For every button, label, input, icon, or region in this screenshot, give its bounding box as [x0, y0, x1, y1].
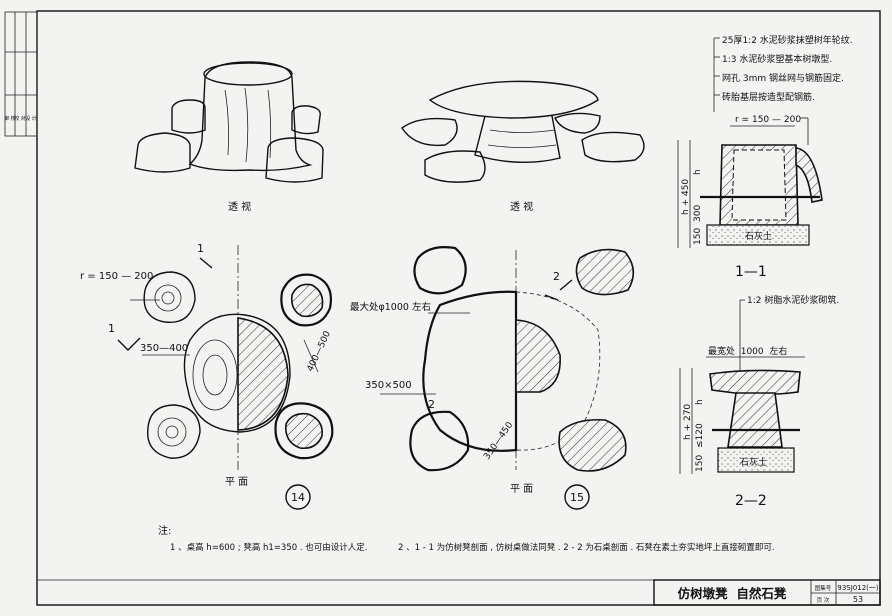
detail-number-15: 15: [570, 491, 584, 504]
section-2-2-title: 2—2: [735, 493, 767, 509]
perspective-label-15: 透 视: [510, 200, 533, 213]
sheet-title: 仿树墩凳 自然石凳: [678, 586, 787, 601]
note-1: 1 、桌高 h=600 ; 凳高 h1=350 . 也可由设计人定.: [170, 542, 367, 553]
title-block: [37, 579, 881, 606]
section-2-2-dim-total: h + 270: [683, 404, 693, 440]
sheet-border: [36, 10, 881, 606]
section-1-1-note-1: 25厚1:2 水泥砂浆抹塑树年轮纹.: [722, 34, 853, 46]
stone-perspective: [401, 80, 645, 183]
atlas-label: 图集号: [815, 584, 832, 592]
section-2-2-drawing: [679, 299, 805, 474]
side-strip-label-1: 审 核: [4, 115, 16, 122]
side-strip-label-2: 校 对: [14, 115, 26, 122]
section-2-2-dim-h: h: [695, 399, 705, 405]
section-2-2-dim-120: ≤120: [695, 423, 705, 448]
section-mark-2-left: 2: [428, 398, 435, 411]
section-1-1-title: 1—1: [735, 264, 767, 280]
notes-heading: 注:: [158, 524, 171, 537]
perspective-label-14: 透 视: [228, 200, 251, 213]
page-label: 页 次: [817, 596, 830, 604]
section-1-1-dim-300: 300: [693, 205, 703, 222]
atlas-number: 93SJ012(一): [837, 584, 879, 592]
section-1-1-note-2: 1:3 水泥砂浆塑基本树墩型.: [722, 53, 832, 65]
section-1-1-dim-total: h + 450: [681, 179, 691, 215]
section-1-1-radius: r = 150 — 200: [735, 115, 801, 125]
section-1-1-dim-h: h: [693, 169, 703, 175]
detail-number-circle-15: [564, 484, 590, 510]
detail-number-circle-14: [285, 484, 311, 510]
section-1-1-note-4: 砖胎基层按造型配钢筋.: [722, 91, 815, 103]
side-strip: [4, 11, 38, 137]
page-number: 53: [853, 595, 863, 604]
stump-stool-dim: 400—500: [306, 329, 334, 373]
section-2-2-base: 石灰土: [740, 456, 767, 468]
stone-plan: [380, 246, 635, 472]
stone-gap-dim: 350—450: [482, 420, 515, 461]
plan-label-14: 平 面: [225, 477, 248, 488]
section-1-1-drawing: [677, 37, 823, 248]
stump-perspective: [134, 61, 324, 183]
plan-label-15: 平 面: [510, 484, 533, 495]
stump-radius-dim: r = 150 — 200: [80, 271, 153, 282]
section-2-2-dim-150: 150: [695, 455, 705, 472]
stump-plan: [117, 245, 334, 470]
stone-stool-dim: 350×500: [365, 380, 412, 391]
section-2-2-note: 1:2 树脂水泥砂浆砌筑.: [747, 294, 839, 306]
section-2-2-width: 最宽处 1000 左右: [708, 345, 787, 357]
section-mark-2-top: 2: [553, 270, 560, 283]
note-2: 2 、1 - 1 为仿树凳剖面 , 仿树桌做法同凳 . 2 - 2 为石桌剖面 …: [398, 542, 775, 553]
detail-number-14: 14: [291, 491, 305, 504]
side-strip-label-3: 设 计: [25, 115, 37, 122]
section-1-1-base: 石灰土: [745, 230, 772, 242]
section-1-1-note-3: 网孔 3mm 钢丝网与钢筋固定.: [722, 72, 844, 84]
stone-max-dim: 最大处φ1000 左右: [350, 301, 431, 313]
section-mark-1-left: 1: [108, 322, 115, 335]
section-mark-1-top: 1: [197, 242, 204, 255]
section-1-1-dim-150: 150: [693, 228, 703, 245]
stump-table-dim: 350—400: [140, 343, 188, 354]
